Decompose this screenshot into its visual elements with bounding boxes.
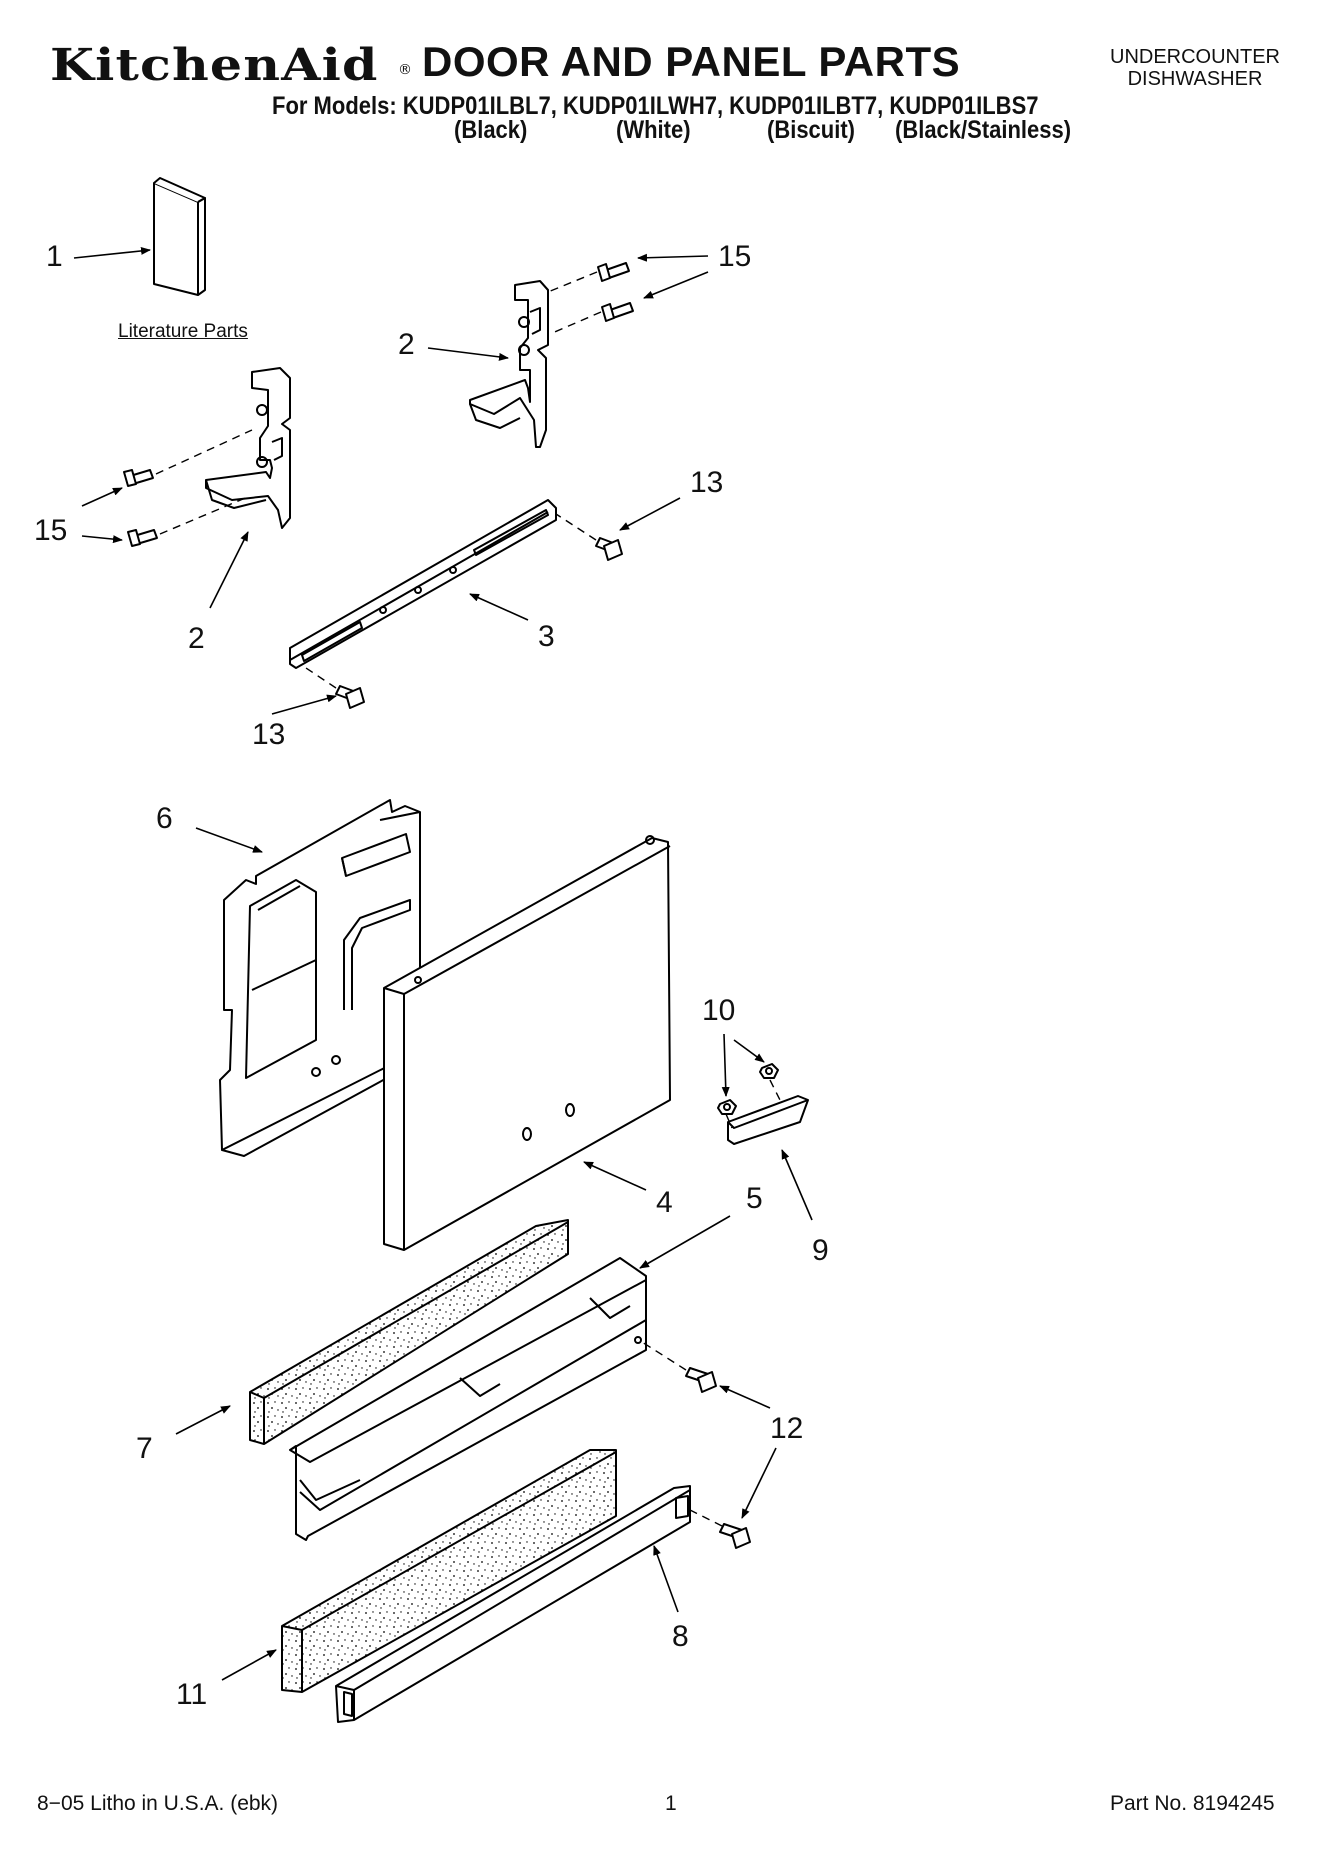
callout-5: 5: [746, 1182, 763, 1215]
mounting-bracket-left: [205, 367, 291, 529]
toe-panel-bracket: [289, 1257, 647, 1541]
variant-biscuit: (Biscuit): [767, 116, 855, 144]
screw-12-b: [719, 1523, 751, 1549]
page-number: 1: [665, 1792, 677, 1815]
callout-8: 8: [672, 1620, 689, 1653]
callout-2-upper: 2: [398, 328, 415, 361]
callout-12: 12: [770, 1412, 804, 1445]
callout-6: 6: [156, 802, 173, 835]
mounting-bracket-right: [469, 280, 549, 448]
category-line-2: DISHWASHER: [1127, 68, 1263, 90]
callout-4: 4: [656, 1186, 673, 1219]
callout-2-lower: 2: [188, 622, 205, 655]
variant-white: (White): [616, 116, 691, 144]
callout-11: 11: [176, 1678, 208, 1711]
nut-10-b: [759, 1063, 779, 1079]
product-category: UNDERCOUNTER DISHWASHER: [1100, 46, 1290, 90]
screw-15-b: [601, 302, 634, 322]
callout-13-lower: 13: [252, 718, 286, 751]
callout-15-upper: 15: [718, 240, 752, 273]
page-title: DOOR AND PANEL PARTS: [422, 38, 961, 85]
inner-door-panel: [219, 799, 421, 1157]
screw-12-a: [685, 1367, 717, 1393]
nut-10-a: [717, 1099, 737, 1115]
part-number: Part No. 8194245: [1110, 1792, 1275, 1815]
category-line-1: UNDERCOUNTER: [1110, 46, 1280, 68]
callout-13-upper: 13: [690, 466, 724, 499]
toe-panel: [335, 1485, 691, 1723]
variant-black: (Black): [454, 116, 528, 144]
screw-13-b: [335, 685, 365, 709]
callout-1: 1: [46, 240, 63, 273]
handle-trim: [727, 1095, 809, 1145]
variant-black-stainless: (Black/Stainless): [895, 116, 1072, 144]
registered-mark: ®: [398, 62, 412, 78]
litho-note: 8−05 Litho in U.S.A. (ebk): [37, 1792, 279, 1815]
leader-lines: [73, 246, 813, 1681]
callout-3: 3: [538, 620, 555, 653]
screw-15-c: [123, 469, 154, 487]
insulation-foam-top: [249, 1219, 569, 1445]
screw-15-d: [127, 529, 158, 547]
screw-15-a: [597, 262, 630, 282]
callout-15-lower: 15: [34, 514, 68, 547]
outer-door-panel: [383, 835, 671, 1251]
brand-logo: KitchenAid: [50, 40, 379, 91]
insulation-foam-bottom: [281, 1449, 617, 1693]
door-bracket-bar: [289, 499, 557, 669]
callout-9: 9: [812, 1234, 829, 1267]
literature-booklet: [153, 177, 206, 296]
assembly-lines: [155, 271, 781, 1527]
screw-13-a: [595, 537, 623, 561]
models-line: For Models: KUDP01ILBL7, KUDP01ILWH7, KU…: [272, 92, 1039, 120]
callout-7: 7: [136, 1432, 153, 1465]
callout-10: 10: [702, 994, 736, 1027]
literature-parts-label: Literature Parts: [118, 321, 248, 342]
